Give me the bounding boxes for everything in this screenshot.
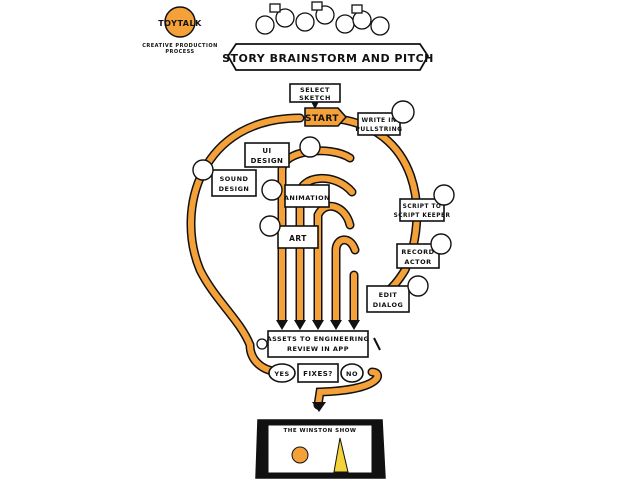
svg-text:WRITE IN: WRITE IN: [361, 117, 396, 124]
select-sketch-node: SELECT SKETCH: [289, 83, 341, 110]
sound-portrait-icon: [192, 159, 214, 181]
svg-text:ACTOR: ACTOR: [404, 258, 431, 266]
svg-text:DESIGN: DESIGN: [219, 185, 250, 193]
svg-text:SOUND: SOUND: [220, 175, 249, 183]
writer-portrait-icon: [391, 100, 415, 124]
svg-text:FIXES?: FIXES?: [303, 370, 333, 378]
actor-portrait-icon: [430, 233, 452, 255]
tablet-show-title: THE WINSTON SHOW: [284, 428, 357, 434]
logo-caption-1: CREATIVE PRODUCTION: [142, 43, 218, 49]
svg-text:NO: NO: [346, 370, 358, 378]
gear-icon: [256, 338, 268, 350]
yes-node: YES: [268, 363, 296, 383]
svg-text:SKETCH: SKETCH: [299, 94, 331, 102]
character-icon: [333, 437, 349, 473]
no-node: NO: [340, 363, 364, 383]
svg-text:ANIMATION: ANIMATION: [284, 194, 330, 202]
logo-text: TOYTALK: [158, 19, 202, 28]
flow-tracks: [186, 113, 422, 410]
logo-caption-2: PROCESS: [165, 49, 194, 55]
svg-text:START: START: [305, 114, 339, 124]
arrowheads: [276, 320, 360, 412]
svg-text:SELECT: SELECT: [300, 86, 330, 94]
svg-text:DIALOG: DIALOG: [373, 301, 404, 309]
start-node: START: [304, 107, 348, 127]
svg-text:EDIT: EDIT: [379, 291, 398, 299]
arrow-into-assets-2: [294, 320, 306, 330]
svg-text:UI: UI: [262, 147, 271, 155]
wrench-icon: [373, 337, 381, 351]
write-node: WRITE IN PULLSTRING: [355, 100, 415, 136]
logo: TOYTALK CREATIVE PRODUCTION PROCESS: [142, 6, 218, 55]
svg-text:ART: ART: [289, 234, 307, 243]
ui-design-node: UI DESIGN: [244, 136, 321, 168]
arrow-into-assets-3: [312, 320, 324, 330]
banner: STORY BRAINSTORM AND PITCH: [222, 43, 434, 71]
artist-portrait-icon: [259, 215, 281, 237]
arrow-into-assets-5: [348, 320, 360, 330]
svg-text:PULLSTRING: PULLSTRING: [355, 126, 402, 133]
paper-icon: [269, 3, 281, 13]
tablet: THE WINSTON SHOW: [255, 419, 386, 479]
designer-portrait-icon: [299, 136, 321, 158]
svg-text:DESIGN: DESIGN: [251, 157, 284, 165]
script-node: SCRIPT TO SCRIPT KEEPER: [394, 184, 455, 222]
banner-title: STORY BRAINSTORM AND PITCH: [222, 52, 434, 65]
character-icon: [291, 446, 309, 464]
arrow-to-tablet: [312, 402, 326, 412]
paper-icon: [351, 4, 363, 14]
svg-text:ASSETS TO ENGINEERING: ASSETS TO ENGINEERING: [267, 335, 370, 343]
record-node: RECORD ACTOR: [396, 233, 452, 269]
sound-design-node: SOUND DESIGN: [192, 159, 257, 197]
svg-text:REVIEW IN APP: REVIEW IN APP: [287, 345, 349, 353]
svg-text:YES: YES: [273, 370, 289, 378]
edit-node: EDIT DIALOG: [366, 275, 429, 313]
svg-text:SCRIPT TO: SCRIPT TO: [403, 204, 442, 210]
arrow-into-assets-4: [330, 320, 342, 330]
arrow-into-assets-1: [276, 320, 288, 330]
animator-portrait-icon: [261, 179, 283, 201]
svg-text:SCRIPT KEEPER: SCRIPT KEEPER: [394, 213, 451, 219]
art-node: ART: [259, 215, 319, 249]
svg-text:RECORD: RECORD: [401, 248, 434, 256]
editor-portrait-icon: [407, 275, 429, 297]
logo-badge-icon: [164, 6, 196, 38]
animation-node: ANIMATION: [261, 179, 330, 208]
script-portrait-icon: [433, 184, 455, 206]
paper-icon: [311, 1, 323, 11]
assets-node: ASSETS TO ENGINEERING REVIEW IN APP: [256, 330, 381, 358]
tablet-screen: [267, 424, 373, 474]
crowd-illustration: [255, 1, 390, 36]
fixes-node: FIXES?: [297, 363, 339, 383]
